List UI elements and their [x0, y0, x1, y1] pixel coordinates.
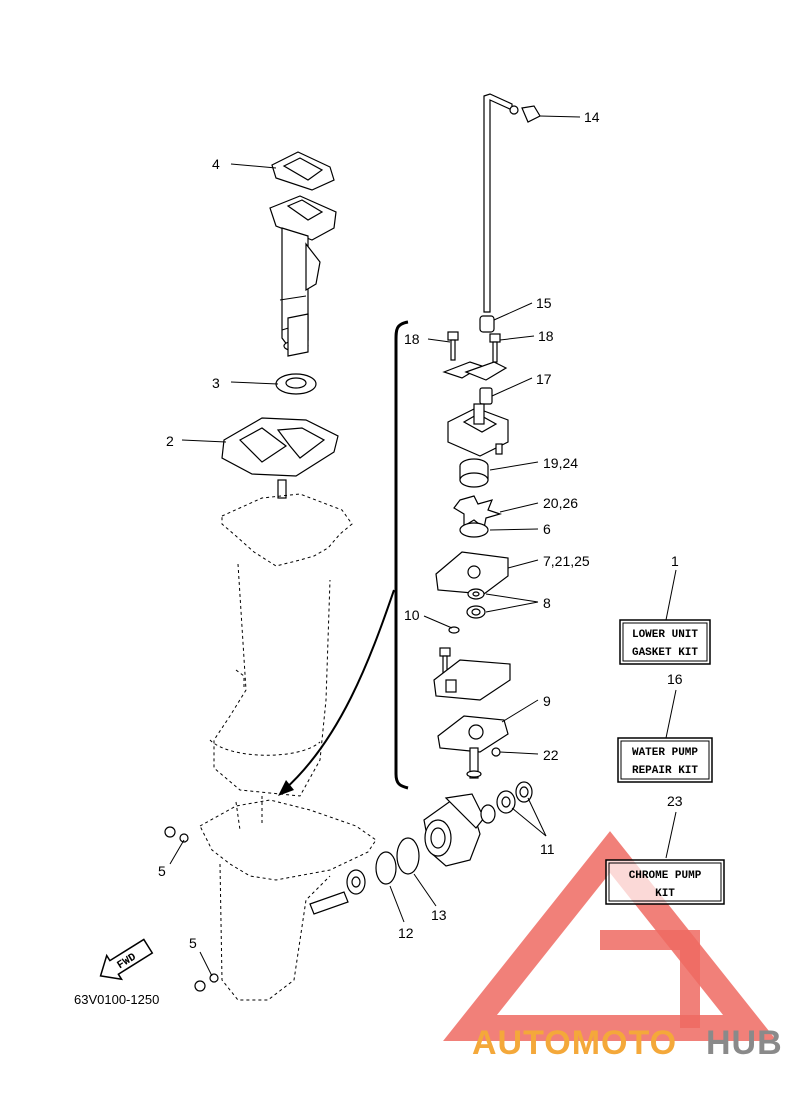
kit-box-gasket: LOWER UNIT GASKET KIT — [619, 619, 711, 665]
bolt-18a — [447, 331, 459, 361]
callout-20-26: 20,26 — [543, 495, 578, 511]
callout-23: 23 — [667, 793, 683, 809]
callout-6: 6 — [543, 521, 551, 537]
callout-12: 12 — [398, 925, 414, 941]
kit-chrome-line1: CHROME PUMP — [629, 870, 702, 882]
callout-7-21-25: 7,21,25 — [543, 553, 590, 569]
kit-pump-line1: WATER PUMP — [632, 747, 698, 759]
upper-casing-group — [269, 151, 337, 357]
callout-18b: 18 — [538, 328, 554, 344]
grommet-15 — [479, 315, 495, 333]
watermark-logo: AUTOMOTO HUB — [443, 831, 783, 1062]
drain-plug-5b — [194, 973, 219, 992]
kit-box-water-pump: WATER PUMP REPAIR KIT — [617, 737, 713, 783]
callout-10: 10 — [404, 607, 420, 623]
kit-gasket-line1: LOWER UNIT — [632, 629, 698, 641]
callout-13: 13 — [431, 907, 447, 923]
bolt-18b — [489, 333, 501, 363]
callout-1: 1 — [671, 553, 679, 569]
callout-4: 4 — [212, 156, 220, 172]
callout-14: 14 — [584, 109, 600, 125]
callout-15: 15 — [536, 295, 552, 311]
assembly-bracket — [278, 320, 409, 796]
kit-chrome-line2: KIT — [655, 888, 675, 900]
insert-cartridge — [459, 458, 489, 488]
callout-2: 2 — [166, 433, 174, 449]
bearings-8 — [466, 588, 486, 619]
drain-plug-5a — [164, 826, 189, 843]
callout-17: 17 — [536, 371, 552, 387]
impeller — [453, 495, 503, 530]
callout-8: 8 — [543, 595, 551, 611]
leader-lines — [169, 115, 677, 977]
oil-seal-3 — [275, 373, 317, 395]
callout-3: 3 — [212, 375, 220, 391]
callout-16: 16 — [667, 671, 683, 687]
callout-9: 9 — [543, 693, 551, 709]
outer-plate — [435, 551, 509, 595]
pump-base — [433, 647, 511, 701]
o-ring-12 — [375, 851, 397, 885]
drive-shaft — [466, 747, 482, 779]
oil-seals-11 — [480, 781, 533, 824]
pin-22 — [491, 747, 501, 757]
gasket-6 — [459, 522, 489, 538]
callout-19-24: 19,24 — [543, 455, 578, 471]
o-ring-10 — [448, 626, 460, 634]
grommet-14 — [521, 105, 541, 123]
fwd-arrow: FWD — [99, 938, 154, 981]
lower-casing — [199, 796, 377, 1001]
kit-box-chrome-pump: CHROME PUMP KIT — [605, 859, 725, 905]
pump-plate — [442, 361, 508, 381]
watermark-text-part2: HUB — [706, 1024, 783, 1062]
seal-17 — [479, 387, 493, 405]
callout-5b: 5 — [189, 935, 197, 951]
pump-housing — [447, 403, 509, 457]
upper-casing — [209, 479, 353, 797]
callout-22: 22 — [543, 747, 559, 763]
o-ring-13 — [396, 837, 420, 875]
callouts: 1 2 3 4 5 5 6 7,21,25 8 9 10 11 12 13 14… — [158, 109, 683, 951]
gasket-2 — [221, 417, 339, 477]
diagram-code: 63V0100-1250 — [74, 992, 159, 1007]
gasket-9 — [437, 715, 509, 753]
water-tube — [483, 93, 541, 313]
callout-11: 11 — [540, 841, 555, 857]
callout-5a: 5 — [158, 863, 166, 879]
water-pipe-elbow — [423, 793, 485, 867]
kit-gasket-line2: GASKET KIT — [632, 647, 698, 659]
callout-18a: 18 — [404, 331, 420, 347]
kit-pump-line2: REPAIR KIT — [632, 765, 698, 777]
watermark-text-part1: AUTOMOTO — [472, 1024, 677, 1062]
